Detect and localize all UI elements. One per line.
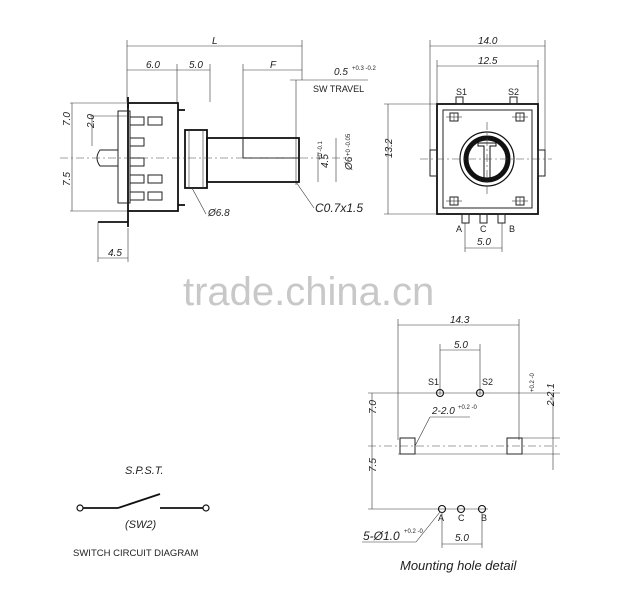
dim-6-tol: +0 -0.05 — [346, 133, 352, 156]
dim-6-shaft: Ø6 — [344, 156, 355, 171]
front-dim-5-0: 5.0 — [477, 237, 491, 248]
switch-label: (SW2) — [125, 519, 157, 531]
front-view: 14.0 12.5 S1 S2 — [384, 36, 552, 252]
side-view: L 6.0 5.0 F 0.5 +0.3 -0.2 SW TRAVEL — [60, 36, 377, 262]
dim-6-8: Ø6.8 — [207, 208, 230, 219]
dim-F: F — [270, 60, 277, 71]
mount-cross-br — [512, 196, 528, 206]
mount-pin-a: A — [438, 513, 444, 523]
back-plate — [117, 110, 131, 204]
dim-4-5-tol: +0 -0.1 — [318, 140, 324, 160]
dim-4-5-base: 4.5 — [108, 248, 122, 259]
mounting-caption: Mounting hole detail — [400, 558, 517, 573]
mount-dim-holes-tol: +0.2 -0 — [404, 529, 424, 535]
mount-pin-b: B — [481, 513, 487, 523]
switch-title: S.P.S.T. — [125, 465, 164, 477]
pin-c: C — [480, 224, 487, 234]
dim-travel: 0.5 — [334, 67, 348, 78]
bushing — [184, 129, 208, 189]
mount-dim-2-0-tol: +0.2 -0 — [458, 405, 478, 411]
mounting-hole-detail: 14.3 5.0 S1 S2 7.0 7.5 2-2.0 +0.2 -0 2-2… — [362, 315, 560, 573]
dim-6-0: 6.0 — [146, 60, 160, 71]
mount-dim-2-1-tol: +0.2 -0 — [530, 372, 536, 392]
dim-7-0: 7.0 — [62, 112, 73, 126]
shaft-slot — [477, 142, 497, 179]
dim-L: L — [212, 36, 218, 47]
mount-dim-14-3: 14.3 — [450, 315, 470, 326]
dim-7-5: 7.5 — [62, 172, 73, 186]
switch-diagram: S.P.S.T. (SW2) SWITCH CIRCUIT DIAGRAM — [73, 465, 210, 559]
mount-cross-bl — [446, 196, 462, 206]
dim-5-0: 5.0 — [189, 60, 203, 71]
hole-c — [456, 504, 466, 514]
watermark: trade.china.cn — [183, 270, 434, 314]
mount-cross-tl — [446, 112, 462, 122]
switch-terminal-right — [202, 504, 210, 512]
mount-cross-tr — [512, 112, 528, 122]
pin-s1: S1 — [456, 87, 467, 97]
dim-12-5: 12.5 — [478, 56, 498, 67]
dim-13-2: 13.2 — [384, 138, 395, 158]
mount-dim-5-0-top: 5.0 — [454, 340, 468, 351]
shaft — [206, 137, 300, 183]
mount-dim-5-0-bottom: 5.0 — [455, 533, 469, 544]
mount-dim-2-0-hole: 2-2.0 — [431, 406, 455, 417]
switch-caption: SWITCH CIRCUIT DIAGRAM — [73, 548, 199, 559]
mount-dim-2-1: 2-2.1 — [546, 383, 557, 407]
switch-blade — [117, 493, 161, 509]
body — [127, 102, 179, 212]
pin-s2: S2 — [508, 87, 519, 97]
mount-dim-holes: 5-Ø1.0 — [363, 529, 400, 543]
mount-pin-s1: S1 — [428, 377, 439, 387]
switch-terminal-left — [76, 504, 84, 512]
mount-dim-7-5: 7.5 — [368, 458, 379, 472]
dim-4-5-shaft: 4.5 — [320, 154, 331, 168]
dim-chamfer: C0.7x1.5 — [315, 201, 363, 215]
dim-2-0: 2.0 — [86, 114, 97, 129]
mount-pin-s2: S2 — [482, 377, 493, 387]
sw-travel-label: SW TRAVEL — [313, 84, 364, 94]
mount-dim-7-0: 7.0 — [368, 400, 379, 414]
dim-14-0: 14.0 — [478, 36, 498, 47]
pin-a: A — [456, 224, 462, 234]
mount-pin-c: C — [458, 513, 465, 523]
pin-b: B — [509, 224, 515, 234]
dim-travel-tol: +0.3 -0.2 — [352, 66, 377, 72]
